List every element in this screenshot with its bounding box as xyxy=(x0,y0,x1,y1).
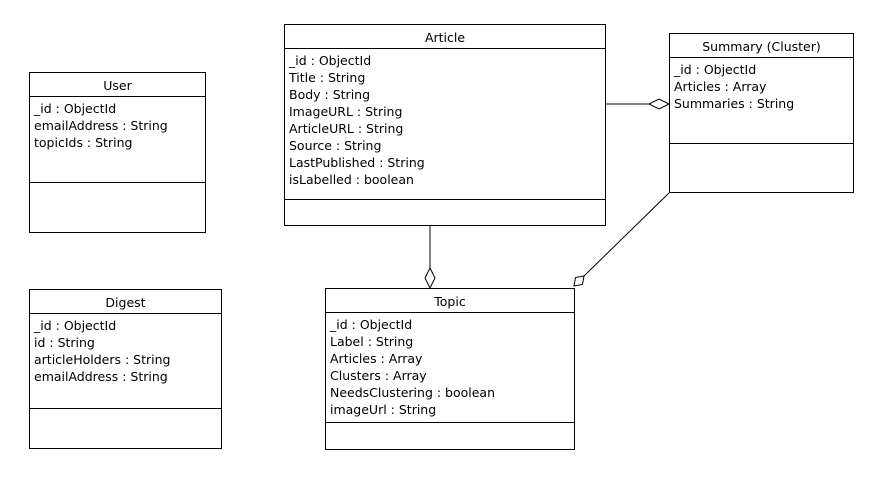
aggregation-diamond-topic-from-summary xyxy=(573,275,585,287)
attribute: Body : String xyxy=(289,87,371,102)
operations-compartment xyxy=(30,409,221,448)
attribute: Title : String xyxy=(289,70,366,85)
class-summary-cluster[interactable]: Summary (Cluster) _id : ObjectId Article… xyxy=(669,33,854,193)
aggregation-diamond-topic-from-article xyxy=(424,266,436,290)
operations-compartment xyxy=(670,144,853,192)
attribute: NeedsClustering : boolean xyxy=(330,385,496,400)
class-name: User xyxy=(30,73,205,97)
operations-compartment xyxy=(285,200,605,225)
class-digest[interactable]: Digest _id : ObjectId id : String articl… xyxy=(29,289,222,449)
attribute: Label : String xyxy=(330,334,414,349)
class-name: Summary (Cluster) xyxy=(670,34,853,58)
attribute: _id : ObjectId xyxy=(34,101,117,116)
attributes-compartment: _id : ObjectId id : String articleHolder… xyxy=(30,314,221,409)
class-name: Article xyxy=(285,25,605,49)
attribute: Articles : Array xyxy=(674,79,767,94)
aggregation-diamond-summary xyxy=(647,98,671,110)
attribute: emailAddress : String xyxy=(34,118,168,133)
class-topic[interactable]: Topic _id : ObjectId Label : String Arti… xyxy=(325,288,575,450)
association-summary-topic xyxy=(583,192,670,277)
class-name: Topic xyxy=(326,289,574,313)
attribute: emailAddress : String xyxy=(34,369,168,384)
attribute: id : String xyxy=(34,335,95,350)
attribute: Summaries : String xyxy=(674,96,795,111)
attribute: LastPublished : String xyxy=(289,155,425,170)
class-name: Digest xyxy=(30,290,221,314)
attribute: _id : ObjectId xyxy=(674,62,757,77)
attribute: _id : ObjectId xyxy=(330,317,413,332)
attribute: Source : String xyxy=(289,138,382,153)
attributes-compartment: _id : ObjectId emailAddress : String top… xyxy=(30,97,205,183)
attribute: ArticleURL : String xyxy=(289,121,404,136)
attributes-compartment: _id : ObjectId Title : String Body : Str… xyxy=(285,49,605,200)
operations-compartment xyxy=(30,183,205,232)
attribute: topicIds : String xyxy=(34,135,133,150)
attribute: Clusters : Array xyxy=(330,368,427,383)
attribute: imageUrl : String xyxy=(330,402,437,417)
attribute: _id : ObjectId xyxy=(34,318,117,333)
attribute: _id : ObjectId xyxy=(289,53,372,68)
attribute: articleHolders : String xyxy=(34,352,171,367)
attribute: Articles : Array xyxy=(330,351,423,366)
class-user[interactable]: User _id : ObjectId emailAddress : Strin… xyxy=(29,72,206,233)
attribute: ImageURL : String xyxy=(289,104,403,119)
operations-compartment xyxy=(326,423,574,449)
attributes-compartment: _id : ObjectId Articles : Array Summarie… xyxy=(670,58,853,144)
attribute: isLabelled : boolean xyxy=(289,172,414,187)
class-article[interactable]: Article _id : ObjectId Title : String Bo… xyxy=(284,24,606,226)
attributes-compartment: _id : ObjectId Label : String Articles :… xyxy=(326,313,574,423)
